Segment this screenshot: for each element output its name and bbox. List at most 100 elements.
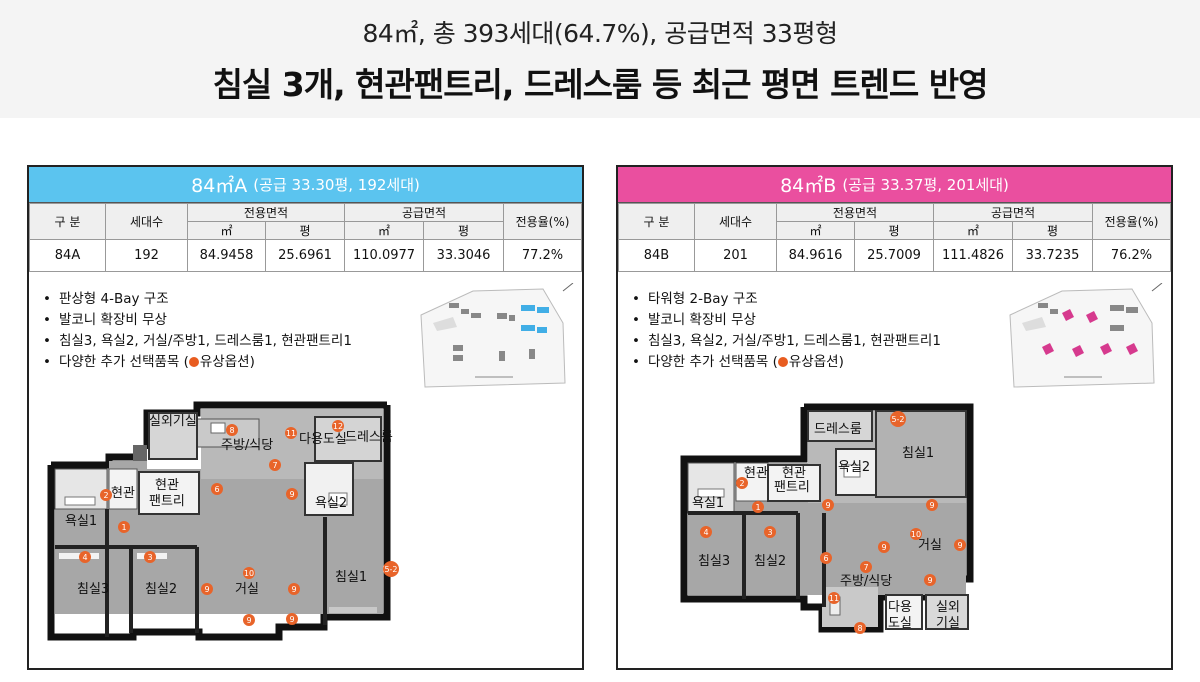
svg-text:9: 9 — [289, 615, 294, 624]
type-b-spec-table: 구 분 세대수 전용면적 공급면적 전용율(%) ㎡ 평 ㎡ 평 84B 201… — [618, 203, 1171, 272]
svg-text:4: 4 — [703, 528, 708, 537]
cell-excl-sqm: 84.9458 — [187, 239, 266, 272]
list-item: 침실3, 욕실2, 거실/주방1, 드레스룸1, 현관팬트리1 — [43, 331, 352, 352]
type-b-subtitle: (공급 33.37평, 201세대) — [842, 176, 1009, 194]
type-a-title: 84㎡A — [191, 175, 248, 197]
option-marker: 9 — [878, 541, 890, 553]
table-row: 84A 192 84.9458 25.6961 110.0977 33.3046… — [29, 239, 582, 272]
cell-households: 201 — [694, 239, 777, 272]
option-marker: 9 — [201, 583, 213, 595]
option-marker: 2 — [100, 489, 112, 501]
cell-ratio: 77.2% — [503, 239, 582, 272]
option-marker: 12 — [332, 420, 344, 432]
room-label-living: 거실 — [918, 538, 942, 553]
room-label-utility: 다용도실 — [299, 432, 347, 447]
header-pyeong: 평 — [264, 221, 346, 240]
option-marker: 1 — [752, 501, 764, 513]
cell-households: 192 — [105, 239, 188, 272]
cell-supply-sqm: 111.4826 — [933, 239, 1014, 272]
option-marker: 4 — [700, 526, 712, 538]
option-marker: 8 — [226, 424, 238, 436]
header-households: 세대수 — [105, 203, 188, 240]
room-label-bath1: 욕실1 — [692, 496, 724, 511]
svg-text:9: 9 — [291, 585, 296, 594]
svg-text:11: 11 — [286, 429, 296, 438]
option-marker: 5-2 — [890, 411, 906, 427]
list-item: 다양한 추가 선택품목 (유상옵션) — [632, 352, 941, 373]
header-sqm: ㎡ — [187, 221, 266, 240]
svg-text:6: 6 — [823, 554, 828, 563]
svg-text:9: 9 — [927, 576, 932, 585]
cell-excl-sqm: 84.9616 — [776, 239, 855, 272]
list-item: 침실3, 욕실2, 거실/주방1, 드레스룸1, 현관팬트리1 — [632, 331, 941, 352]
header-band — [0, 0, 1200, 118]
svg-text:11: 11 — [829, 594, 839, 603]
option-marker: 5-2 — [383, 561, 399, 577]
list-item: 판상형 4-Bay 구조 — [43, 289, 352, 310]
svg-text:5-2: 5-2 — [384, 565, 397, 574]
room-label-outdoor-unit: 실외기실 — [149, 414, 197, 429]
header-category: 구 분 — [618, 203, 695, 240]
header-pyeong: 평 — [423, 221, 505, 240]
room-label-outdoor-unit: 기실 — [936, 616, 960, 631]
type-a-spec-table: 구 분 세대수 전용면적 공급면적 전용율(%) ㎡ 평 ㎡ 평 84A 192… — [29, 203, 582, 272]
option-marker: 6 — [820, 552, 832, 564]
svg-text:2: 2 — [739, 479, 744, 488]
room-label-utility: 다용 — [888, 600, 912, 615]
list-item: 다양한 추가 선택품목 ( 유상옵션) — [43, 352, 352, 373]
type-b-title-bar: 84㎡B (공급 33.37평, 201세대) — [618, 167, 1171, 203]
room-label-pantry: 팬트리 — [149, 494, 185, 509]
option-marker: 9 — [924, 574, 936, 586]
type-b-panel: 84㎡B (공급 33.37평, 201세대) 구 분 세대수 전용면적 공급면… — [616, 165, 1173, 670]
svg-text:1: 1 — [755, 503, 760, 512]
svg-text:10: 10 — [244, 569, 254, 578]
room-label-dressroom: 드레스룸 — [814, 422, 862, 437]
svg-text:3: 3 — [767, 528, 772, 537]
cell-excl-py: 25.7009 — [853, 239, 935, 272]
svg-text:9: 9 — [957, 541, 962, 550]
type-a-panel: 84㎡A (공급 33.30평, 192세대) 구 분 세대수 전용면적 공급면… — [27, 165, 584, 670]
header-exclusive-ratio: 전용율(%) — [503, 203, 582, 240]
cell-supply-sqm: 110.0977 — [344, 239, 425, 272]
svg-text:9: 9 — [246, 616, 251, 625]
room-label-bed1: 침실1 — [335, 570, 367, 585]
option-marker-icon — [777, 357, 788, 367]
svg-text:8: 8 — [229, 426, 234, 435]
room-label-bed1: 침실1 — [902, 446, 934, 461]
room-label-bed3: 침실3 — [698, 554, 730, 569]
site-plan-map — [1009, 283, 1163, 388]
type-b-features: 타워형 2-Bay 구조 발코니 확장비 무상 침실3, 욕실2, 거실/주방1… — [632, 289, 941, 373]
type-b-title: 84㎡B — [780, 175, 837, 197]
room-label-bed2: 침실2 — [145, 582, 177, 597]
svg-text:9: 9 — [204, 585, 209, 594]
option-text: 다양한 추가 선택품목 ( — [647, 354, 778, 370]
option-text: 다양한 추가 선택품목 ( — [58, 354, 189, 370]
room-label-living: 거실 — [235, 582, 259, 597]
option-marker: 2 — [736, 477, 748, 489]
svg-text:7: 7 — [272, 461, 277, 470]
list-item: 타워형 2-Bay 구조 — [632, 289, 941, 310]
option-marker: 9 — [288, 583, 300, 595]
type-a-features: 판상형 4-Bay 구조 발코니 확장비 무상 침실3, 욕실2, 거실/주방1… — [43, 289, 352, 373]
svg-text:2: 2 — [103, 491, 108, 500]
svg-text:5-2: 5-2 — [891, 415, 904, 424]
type-a-title-bar: 84㎡A (공급 33.30평, 192세대) — [29, 167, 582, 203]
option-marker: 7 — [860, 561, 872, 573]
svg-text:8: 8 — [857, 624, 862, 633]
option-marker: 9 — [243, 614, 255, 626]
option-marker-icon — [188, 357, 199, 367]
type-a-floor-plan: 실외기실 주방/식당 다용도실 드레스룸 현관 현관 팬트리 욕실1 욕실2 침… — [47, 401, 399, 641]
room-label-bed3: 침실3 — [77, 582, 109, 597]
svg-text:6: 6 — [214, 485, 219, 494]
option-marker: 6 — [211, 483, 223, 495]
option-text: 유상옵션) — [199, 354, 255, 370]
cell-ratio: 76.2% — [1092, 239, 1171, 272]
room-label-bath1: 욕실1 — [65, 514, 97, 529]
room-label-bath2: 욕실2 — [315, 496, 347, 511]
option-marker: 1 — [118, 521, 130, 533]
cell-type: 84B — [618, 239, 695, 272]
option-marker: 9 — [286, 488, 298, 500]
svg-text:9: 9 — [825, 501, 830, 510]
site-plan-map — [420, 283, 574, 388]
room-label-kitchen: 주방/식당 — [221, 438, 273, 453]
